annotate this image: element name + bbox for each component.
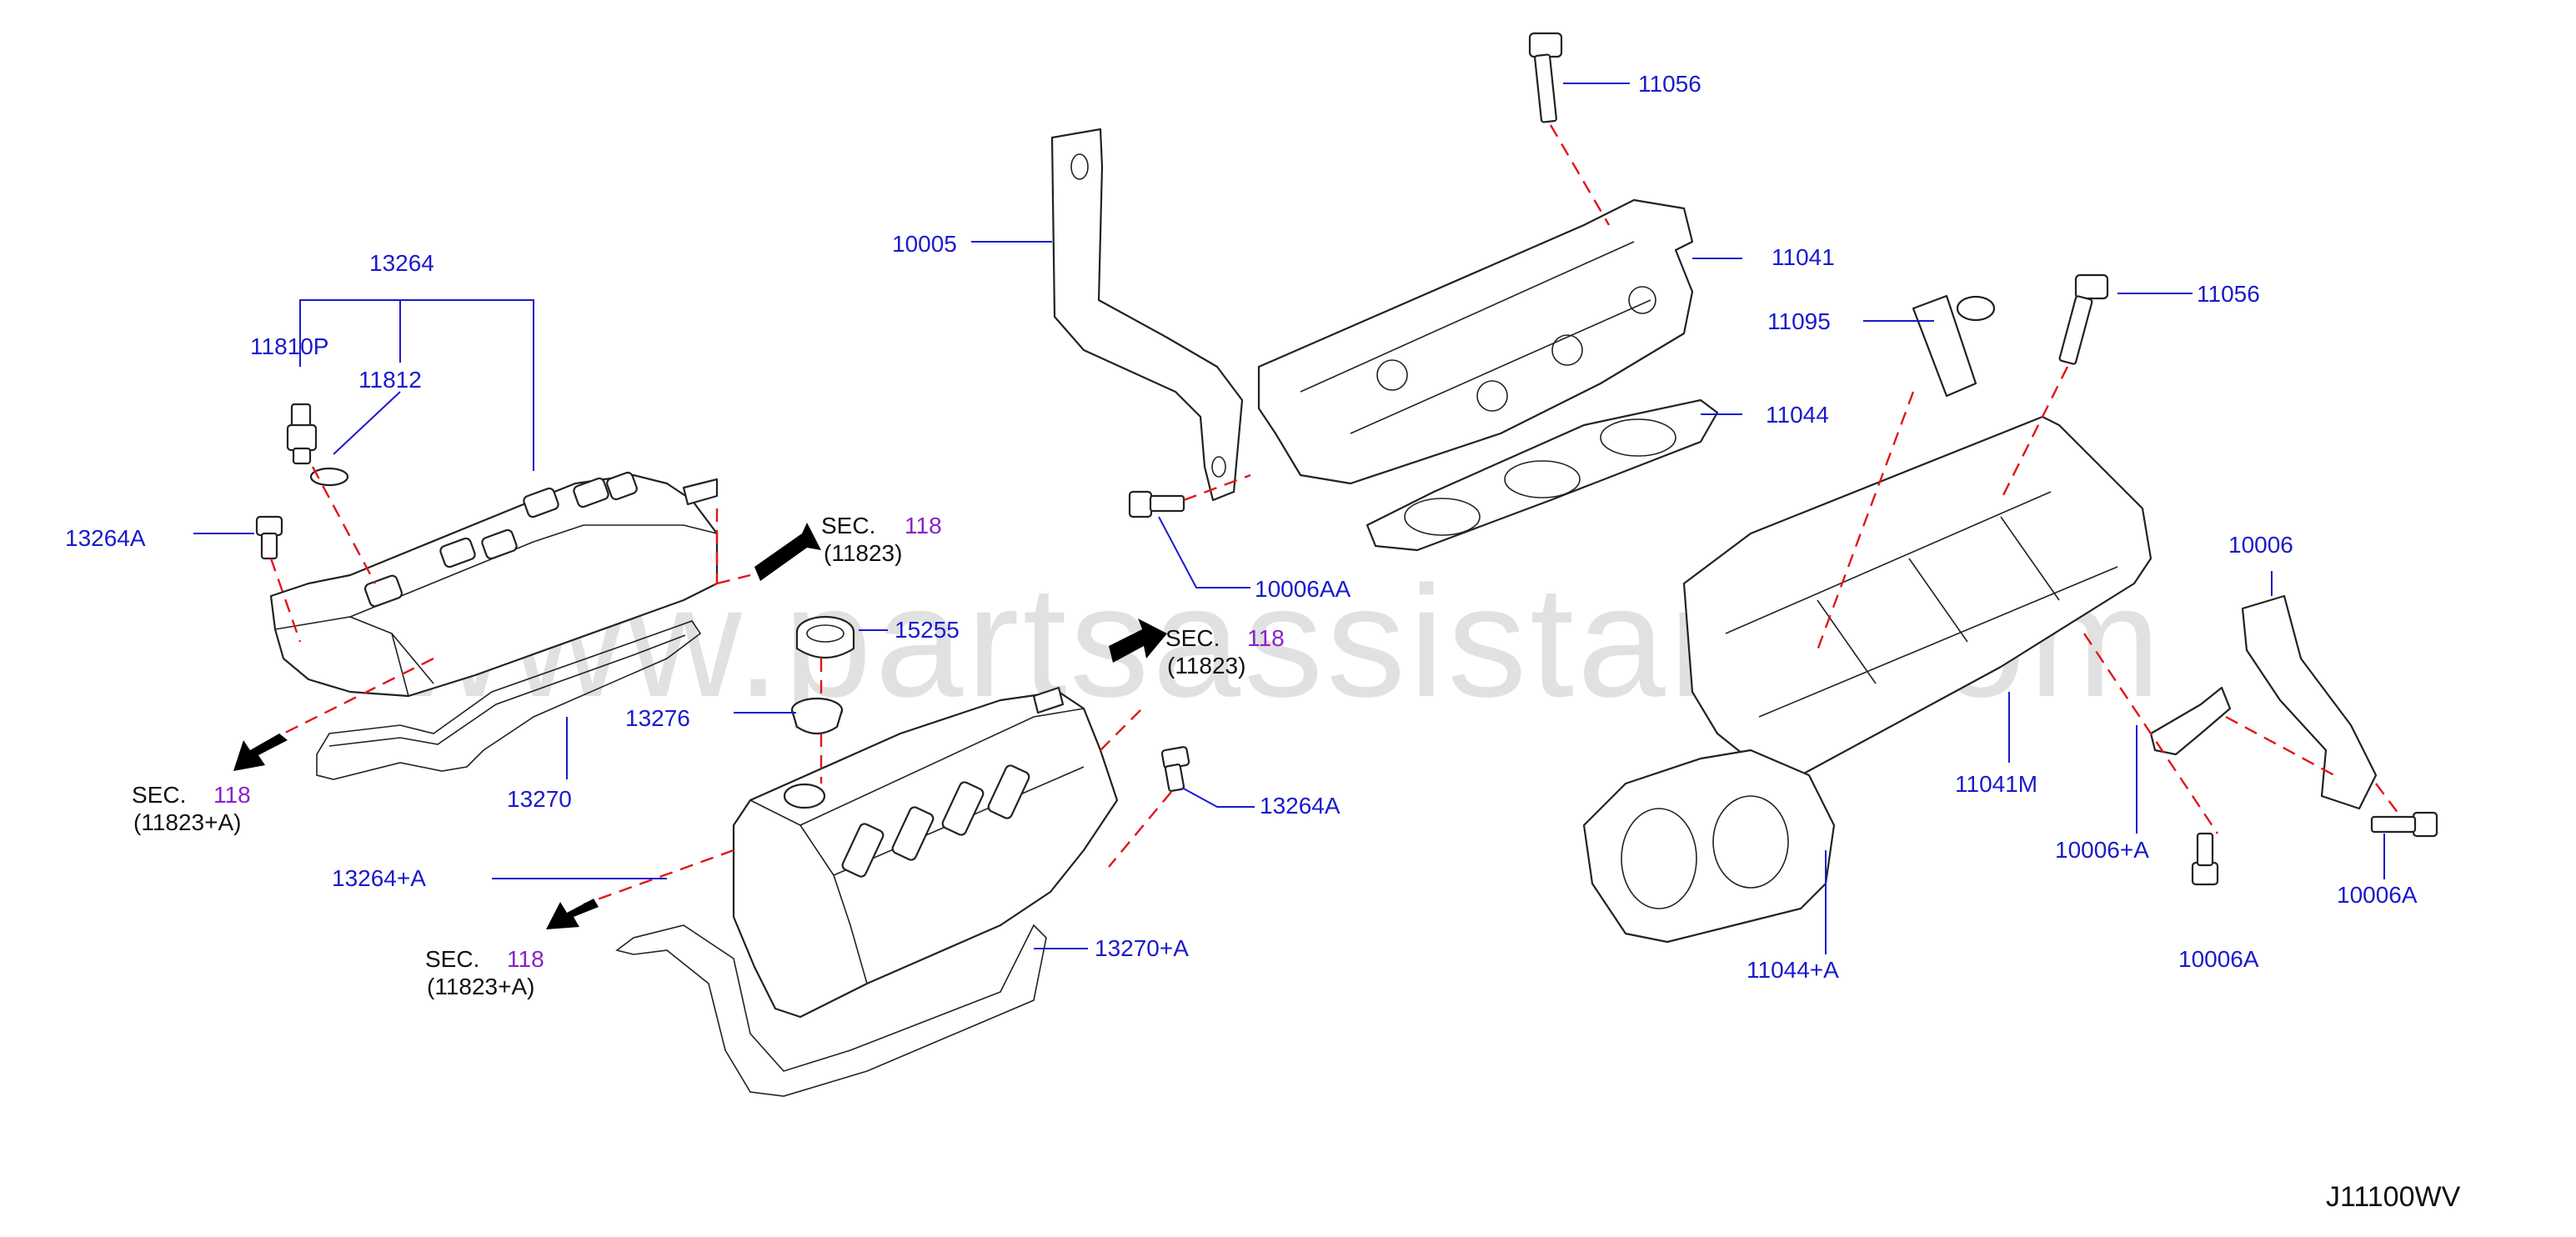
section-number: 118: [213, 782, 251, 808]
bracket-icon: [2149, 686, 2232, 756]
section-arrow-icon: [754, 523, 821, 581]
o-ring-icon: [309, 467, 349, 487]
part-label-13264[interactable]: 13264: [369, 250, 434, 276]
section-number: 118: [1247, 625, 1285, 651]
bolt-icon: [1528, 32, 1563, 123]
part-label-11044[interactable]: 11044: [1766, 402, 1829, 428]
cylinder-head-icon: [1257, 198, 1694, 485]
part-label-11041M[interactable]: 11041M: [1955, 771, 2037, 797]
oil-filler-cap-icon: [795, 615, 855, 659]
seal-ring-icon: [790, 697, 844, 735]
part-label-11044-plus-A[interactable]: 11044+A: [1747, 957, 1839, 983]
section-number: 118: [507, 946, 544, 972]
part-label-15255[interactable]: 15255: [895, 617, 960, 643]
part-label-11812[interactable]: 11812: [358, 367, 422, 393]
part-label-11810P[interactable]: 11810P: [250, 333, 328, 359]
bolt-icon: [2191, 832, 2219, 886]
section-ref-1[interactable]: SEC. 118 (11823): [821, 513, 942, 566]
part-label-10006[interactable]: 10006: [2228, 532, 2293, 558]
section-ref: (11823): [824, 540, 902, 566]
bolt-icon: [1160, 746, 1190, 792]
part-label-13264A-left[interactable]: 13264A: [65, 525, 146, 551]
section-ref-3[interactable]: SEC. 118 (11823): [1165, 625, 1285, 679]
part-label-11056-top[interactable]: 11056: [1638, 71, 1701, 97]
part-label-10006A-right[interactable]: 10006A: [2337, 882, 2418, 908]
section-arrow-icon: [546, 899, 599, 929]
section-ref: (11823+A): [133, 809, 241, 835]
section-prefix: SEC.: [1165, 625, 1220, 651]
part-label-13276[interactable]: 13276: [625, 705, 690, 731]
part-label-11056-right[interactable]: 11056: [2197, 281, 2260, 307]
section-prefix: SEC.: [132, 782, 186, 808]
pcv-valve-icon: [286, 403, 318, 465]
part-label-11095[interactable]: 11095: [1767, 308, 1831, 334]
part-label-11041[interactable]: 11041: [1772, 244, 1835, 270]
section-prefix: SEC.: [821, 513, 875, 538]
part-label-13264A-right[interactable]: 13264A: [1260, 793, 1341, 819]
bolt-icon: [2058, 273, 2109, 365]
right-gasket: [615, 924, 1047, 1097]
part-label-10006-plus-A[interactable]: 10006+A: [2055, 837, 2149, 863]
section-arrow-icon: [1109, 618, 1167, 663]
left-gasket: [316, 620, 702, 780]
bracket-icon: [2241, 594, 2378, 810]
section-ref: (11823+A): [427, 974, 534, 999]
section-number: 118: [905, 513, 942, 538]
part-label-10005[interactable]: 10005: [892, 231, 957, 257]
section-arrow-icon: [233, 734, 288, 771]
part-label-13270-plus-A[interactable]: 13270+A: [1095, 935, 1189, 961]
section-ref-2[interactable]: SEC. 118 (11823+A): [132, 782, 251, 835]
right-rocker-cover: [732, 686, 1119, 1019]
section-prefix: SEC.: [425, 946, 479, 972]
part-label-10006A-mid[interactable]: 10006A: [2178, 946, 2259, 972]
bolt-icon: [255, 515, 283, 560]
section-ref-4[interactable]: SEC. 118 (11823+A): [425, 946, 544, 999]
part-label-13264-plus-A[interactable]: 13264+A: [332, 865, 426, 891]
part-label-10006AA[interactable]: 10006AA: [1255, 576, 1351, 602]
left-rocker-cover: [269, 471, 719, 698]
bolt-icon: [2370, 811, 2438, 838]
part-label-13270[interactable]: 13270: [507, 786, 572, 812]
bolt-icon: [1128, 490, 1185, 518]
diagram-code: J11100WV: [2326, 1181, 2461, 1213]
bracket-icon: [1050, 128, 1244, 502]
section-ref: (11823): [1167, 653, 1245, 679]
head-gasket-icon: [1366, 398, 1719, 552]
